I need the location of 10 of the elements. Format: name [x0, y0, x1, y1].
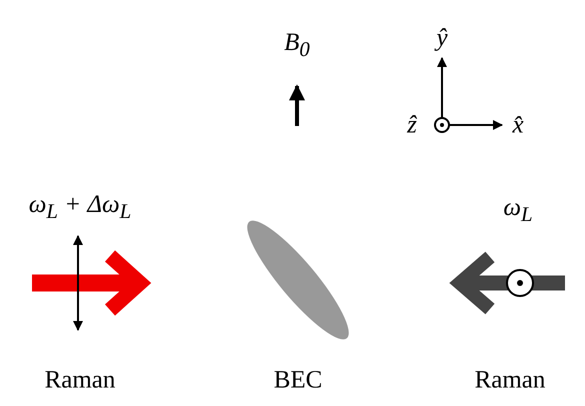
frequency-label: ω$_{L}$ + Δω$_{L}$ — [28, 192, 132, 222]
beam-label: Raman — [44, 368, 116, 392]
axis-label: ŷ — [436, 26, 448, 50]
axis-label: x̂ — [512, 112, 524, 138]
field-label: B$_{0}$ — [284, 30, 310, 60]
axis-label: ẑ — [407, 112, 417, 138]
condensate-label: BEC — [274, 368, 322, 392]
frequency-label: ω$_{L}$ — [503, 195, 533, 225]
condensate-ellipse — [247, 220, 349, 340]
beam-label: Raman — [474, 368, 546, 392]
